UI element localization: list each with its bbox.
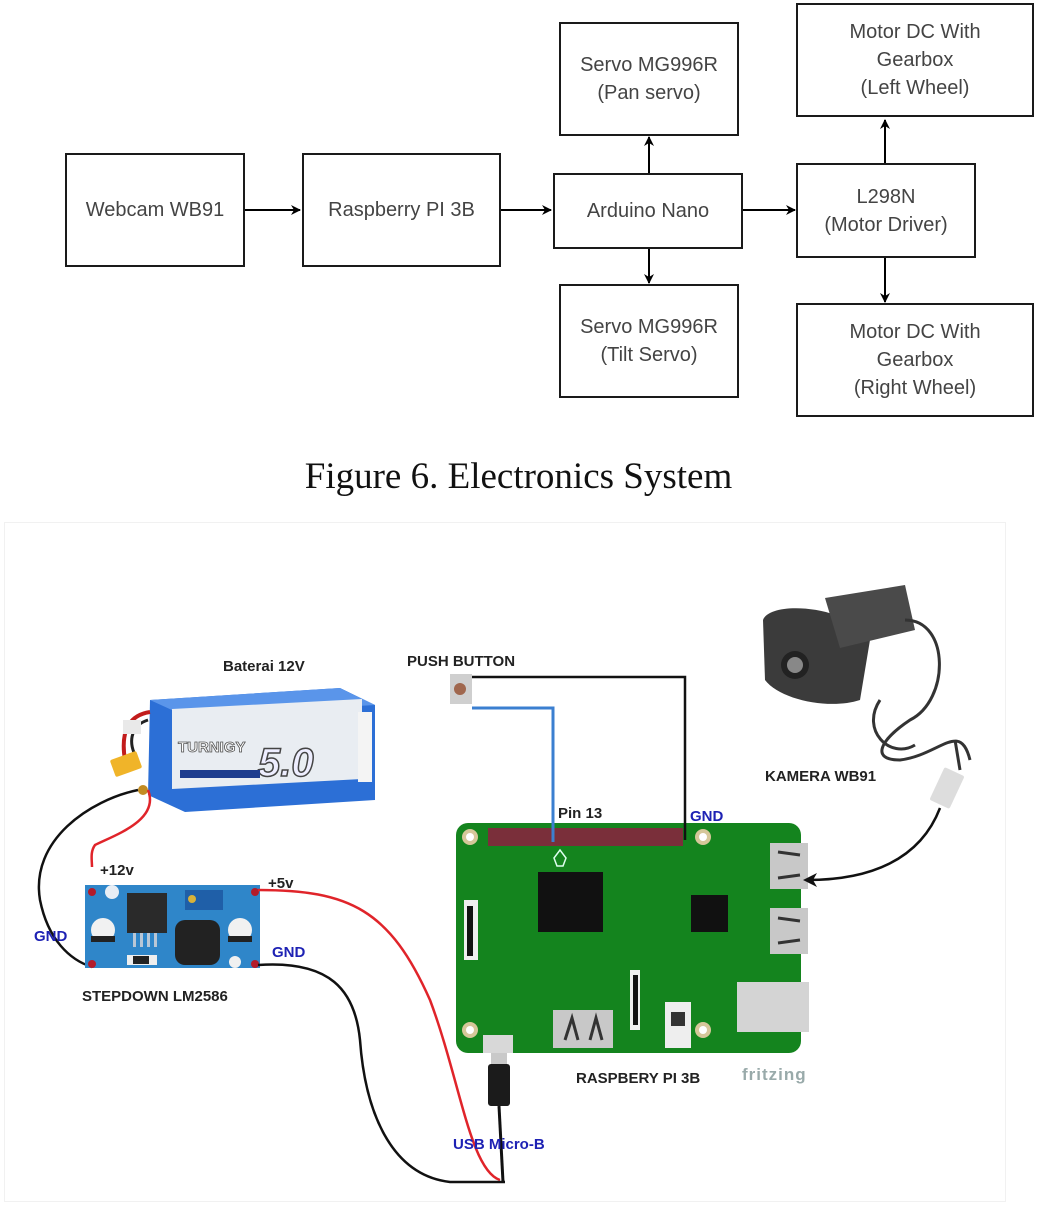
- gnd-right-label: GND: [272, 944, 306, 961]
- pad-in-plus: [88, 888, 96, 896]
- pad-out-plus: [251, 888, 259, 896]
- usb-lan-chip: [691, 895, 728, 932]
- wire-battery-gnd: [37, 788, 139, 969]
- plus12-label: +12v: [100, 862, 134, 879]
- camera-label: KAMERA WB91: [765, 768, 877, 785]
- soc-chip: [538, 872, 603, 932]
- raspberry-pi-board: [456, 823, 809, 1053]
- micro-usb-port: [483, 1035, 513, 1053]
- block-left-motor: Motor DC With Gearbox (Left Wheel): [796, 3, 1034, 117]
- block-raspberry-pi: Raspberry PI 3B: [302, 153, 501, 267]
- usb-micro-b-label: USB Micro-B: [453, 1136, 545, 1153]
- stepdown-label: STEPDOWN LM2586: [82, 988, 228, 1005]
- stepdown-board: [85, 885, 260, 968]
- block-right-motor: Motor DC With Gearbox (Right Wheel): [796, 303, 1034, 417]
- pad-out-minus: [251, 960, 259, 968]
- ethernet-port: [737, 982, 809, 1032]
- block-diagram-arrows: [244, 119, 890, 303]
- battery-image: TURNIGY 5.0: [110, 688, 375, 812]
- hdmi-port: [553, 1010, 613, 1048]
- plus5-label: +5v: [268, 875, 294, 892]
- webcam-image: [763, 585, 972, 809]
- gnd-pi-label: GND: [690, 808, 724, 825]
- raspberry-logo-icon: [553, 848, 567, 867]
- figure-caption: Figure 6. Electronics System: [304, 456, 733, 497]
- block-pan-servo: Servo MG996R (Pan servo): [559, 22, 739, 136]
- usb-port-1: [770, 843, 808, 889]
- gpio-header: [488, 828, 683, 846]
- wire-gnd-out: [257, 963, 505, 1184]
- block-webcam: Webcam WB91: [65, 153, 245, 267]
- push-button: [450, 674, 472, 704]
- battery-capacity: 5.0: [258, 741, 314, 785]
- balance-connector: [123, 720, 141, 734]
- usb-a-plug: [930, 767, 964, 809]
- xt60-connector: [110, 751, 142, 777]
- raspberry-pi-label: RASPBERY PI 3B: [576, 1070, 701, 1087]
- block-tilt-servo: Servo MG996R (Tilt Servo): [559, 284, 739, 398]
- battery-brand: TURNIGY: [178, 739, 246, 756]
- block-arduino-nano: Arduino Nano: [553, 173, 743, 249]
- push-button-label: PUSH BUTTON: [407, 653, 516, 670]
- usb-port-2: [770, 908, 808, 954]
- pad-in-minus: [88, 960, 96, 968]
- block-motor-driver: L298N (Motor Driver): [796, 163, 976, 258]
- gnd-left-label: GND: [34, 928, 68, 945]
- pin13-label: Pin 13: [558, 805, 603, 822]
- wire-battery-12v: [90, 789, 152, 868]
- wire-button-pin13: [472, 706, 555, 842]
- usb-micro-b-plug: [488, 1051, 510, 1183]
- battery-label: Baterai 12V: [223, 658, 305, 675]
- fritzing-watermark: fritzing: [742, 1065, 807, 1084]
- wire-webcam-usb: [803, 807, 942, 887]
- wire-5v: [257, 888, 501, 1182]
- wire-button-gnd: [472, 675, 687, 840]
